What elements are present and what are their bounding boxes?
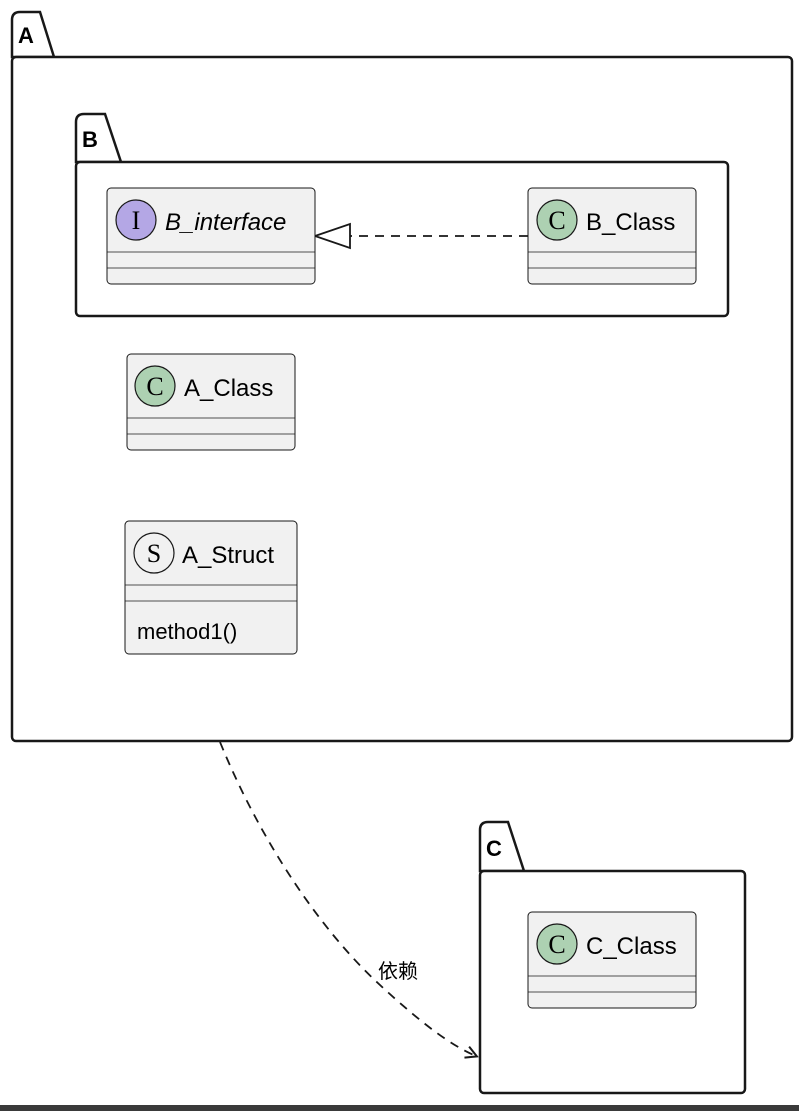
struct-stereotype-letter: S bbox=[147, 539, 161, 568]
class-name: B_Class bbox=[586, 209, 675, 236]
dependency-label: 依赖 bbox=[378, 959, 418, 983]
class-stereotype-icon bbox=[134, 365, 176, 407]
class-name: C_Class bbox=[586, 933, 677, 960]
class-b-class[interactable]: C B_Class bbox=[527, 187, 697, 285]
class-stereotype-letter: C bbox=[548, 206, 565, 235]
struct-a-struct[interactable]: S A_Struct method1() bbox=[124, 520, 298, 655]
class-a-class[interactable]: C A_Class bbox=[126, 353, 296, 451]
class-stereotype-icon bbox=[536, 923, 578, 965]
struct-stereotype-icon bbox=[133, 532, 175, 574]
interface-stereotype-letter: I bbox=[132, 206, 141, 235]
class-name: A_Class bbox=[184, 375, 273, 402]
class-b-interface[interactable]: I B_interface bbox=[106, 187, 316, 285]
realization-edge bbox=[312, 222, 528, 250]
dependency-edge: 依赖 bbox=[219, 741, 476, 1056]
class-stereotype-letter: C bbox=[146, 372, 163, 401]
bottom-border bbox=[0, 1105, 799, 1111]
class-name: B_interface bbox=[165, 209, 286, 236]
class-c-class[interactable]: C C_Class bbox=[527, 911, 697, 1009]
method-item: method1() bbox=[137, 619, 237, 644]
package-c-label: C bbox=[486, 836, 502, 861]
class-stereotype-letter: C bbox=[548, 930, 565, 959]
interface-stereotype-icon bbox=[115, 199, 157, 241]
class-stereotype-icon bbox=[536, 199, 578, 241]
class-name: A_Struct bbox=[182, 542, 274, 569]
realization-arrowhead bbox=[312, 222, 351, 250]
package-b-label: B bbox=[82, 127, 98, 152]
package-a-label: A bbox=[18, 23, 34, 48]
